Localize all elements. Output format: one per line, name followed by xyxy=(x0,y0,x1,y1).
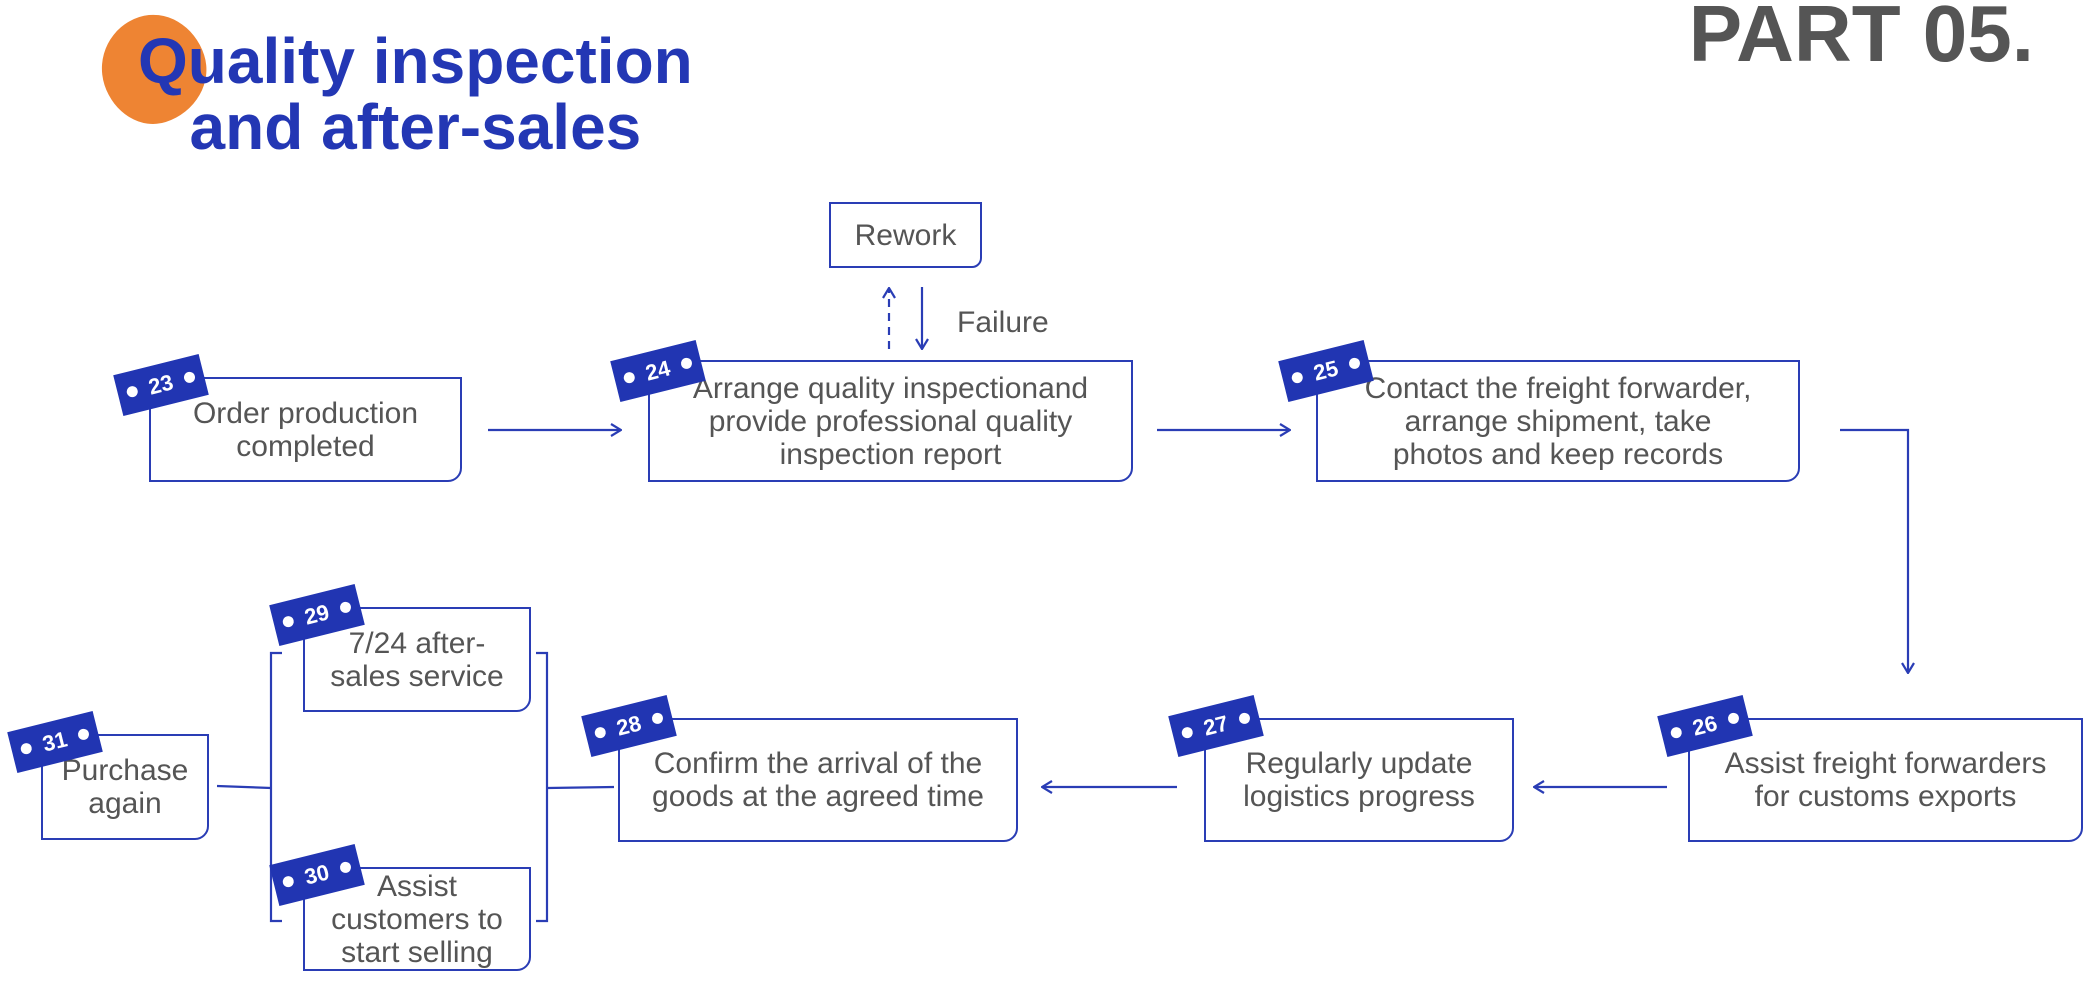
step-28-line-1: Confirm the arrival of the xyxy=(653,747,983,780)
step-30-line-1: Assist xyxy=(376,869,457,903)
step-28-line-2: goods at the agreed time xyxy=(652,780,984,813)
step-27-box: Regularly update logistics progress xyxy=(1204,718,1514,842)
step-26-line-1: Assist freight forwarders xyxy=(1724,747,2047,780)
step-26-line-2: for customs exports xyxy=(1754,780,2017,813)
failure-label: Failure xyxy=(957,306,1049,339)
page-title: Quality inspection and after-sales xyxy=(138,28,693,160)
rework-box: Rework xyxy=(829,202,982,268)
title-line-1: Quality inspection xyxy=(138,25,693,97)
step-24-line-3: inspection report xyxy=(779,437,1002,471)
step-23-box: Order production completed xyxy=(149,377,462,482)
arrow-25-to-26 xyxy=(1840,428,1908,673)
step-25-line-2: arrange shipment, take xyxy=(1404,404,1712,438)
step-29-line-1: 7/24 after- xyxy=(348,626,486,660)
step-29-line-2: sales service xyxy=(330,659,504,693)
step-23-line-2: completed xyxy=(236,429,375,463)
connector-28-to-bracket xyxy=(547,785,615,790)
step-31-line-2: again xyxy=(88,787,162,820)
step-25-box: Contact the freight forwarder, arrange s… xyxy=(1316,360,1800,482)
rework-label: Rework xyxy=(854,218,957,252)
step-25-line-1: Contact the freight forwarder, xyxy=(1364,371,1752,405)
step-27-line-1: Regularly update xyxy=(1245,747,1473,780)
step-23-line-1: Order production xyxy=(192,396,419,430)
step-28-box: Confirm the arrival of the goods at the … xyxy=(618,718,1018,842)
title-line-2: and after-sales xyxy=(189,91,642,163)
step-30-line-3: start selling xyxy=(341,935,493,969)
step-27-line-2: logistics progress xyxy=(1243,780,1475,813)
right-bracket xyxy=(536,651,549,923)
step-30-line-2: customers to xyxy=(331,902,503,936)
step-24-box: Arrange quality inspectionand provide pr… xyxy=(648,360,1133,482)
step-31-box: Purchase again xyxy=(41,734,209,840)
step-31-line-1: Purchase xyxy=(61,754,189,787)
step-25-line-3: photos and keep records xyxy=(1392,437,1724,471)
step-24-line-2: provide professional quality xyxy=(708,404,1073,438)
part-label: PART 05. xyxy=(1688,0,2034,78)
connector-bracket-to-31 xyxy=(216,784,272,790)
step-26-box: Assist freight forwarders for customs ex… xyxy=(1688,718,2083,842)
step-24-line-1: Arrange quality inspectionand xyxy=(692,371,1089,405)
